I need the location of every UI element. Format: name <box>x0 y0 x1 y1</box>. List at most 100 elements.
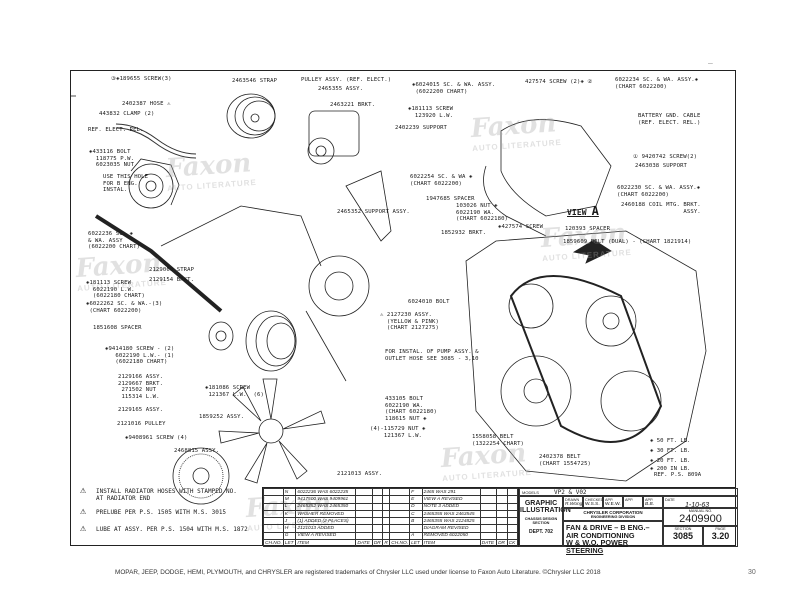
callout-label: 2121016 PULLEY <box>117 421 166 427</box>
crank-pulley-drawing <box>208 310 297 372</box>
callout-label: ③◈189655 SCREW(3) <box>111 76 172 82</box>
callout-label: ⚠ 2127230 ASSY. (YELLOW & PINK) (CHART 2… <box>380 312 439 332</box>
callout-label: FOR INSTAL. OF PUMP ASSY. & OUTLET HOSE … <box>385 349 479 362</box>
page-number: 30 <box>748 569 756 576</box>
view-a-drawing <box>483 119 612 237</box>
torque-diamond-icon: ◈ <box>650 466 654 472</box>
torque-diamond-icon: ◈ <box>650 438 654 444</box>
callout-label: ◈433116 BOLT 118775 P.W. 6023035 NUT <box>89 149 135 169</box>
warning-triangle-icon: ⚠ <box>80 506 87 517</box>
callout-label: 1851608 SPACER <box>93 325 142 331</box>
callout-label: 1859252 ASSY. <box>199 414 245 420</box>
revision-tag: —— <box>708 61 713 66</box>
callout-label: USE THIS HOLE FOR B ENG. INSTAL. <box>103 174 149 194</box>
callout-label: 6024010 BOLT <box>408 299 450 305</box>
callout-label: 6022254 SC. & WA ◈ (CHART 6022200) <box>410 174 473 187</box>
callout-label: 2129154 BRKT. <box>149 277 195 283</box>
torque-item: ◈ 200 IN LB. <box>650 466 691 472</box>
callout-label: 6022236 SC. ◈ & WA. ASSY (6022200 CHART) <box>88 231 141 251</box>
callout-label: ◈9414180 SCREW - (2) 6022190 L.W.- (1) (… <box>105 346 175 366</box>
torque-diamond-icon: ◈ <box>650 448 654 454</box>
fan-drawing <box>218 378 326 484</box>
water-pump-drawing <box>305 255 370 382</box>
hose-drawing <box>115 123 197 159</box>
callout-label: 1947685 SPACER <box>426 196 475 202</box>
note: ⚠INSTALL RADIATOR HOSES WITH STAMPED NO.… <box>80 485 237 503</box>
callout-label: 2129165 ASSY. <box>118 407 164 413</box>
callout-label: ◈181113 SCREW 6022190 L.W. (6022180 CHAR… <box>86 280 145 300</box>
view-a-label: VIEW A <box>567 204 599 218</box>
bracket-drawing <box>94 170 392 313</box>
callout-label: ① 9420742 SCREW(2) <box>633 154 698 160</box>
callout-label: 1558058 BELT (1322254 CHART) <box>472 434 525 447</box>
callout-label: PULLEY ASSY. (REF. ELECT.) <box>301 77 392 83</box>
torque-item: ◈ 50 FT. LB. <box>650 438 691 444</box>
callout-label: 1859609 BELT (DUAL) - (CHART 1821914) <box>563 239 692 245</box>
torque-legend: ◈ 50 FT. LB. ◈ 30 FT. LB. ◈ 20 FT. LB. ◈… <box>650 436 701 478</box>
torque-item: ◈ 30 FT. LB. <box>650 448 691 454</box>
callout-label: 2402378 BELT (CHART 1554725) <box>539 454 592 467</box>
engine-view-drawing <box>465 230 707 482</box>
callout-label: 427574 SCREW (2)◈ ② <box>525 79 593 85</box>
view-arrow-icon <box>572 239 612 264</box>
callout-label: 2463546 STRAP <box>232 78 278 84</box>
compressor-drawing <box>307 110 360 165</box>
warning-triangle-icon: ⚠ <box>80 523 87 534</box>
torque-diamond-icon: ◈ <box>650 458 654 464</box>
callout-label: ◈181113 SCREW 123920 L.W. <box>408 106 454 119</box>
callout-label: 2465352 SUPPORT ASSY. <box>337 209 410 215</box>
callout-label: 2129166 ASSY. 2129667 BRKT. 271502 NUT 1… <box>118 374 164 400</box>
warning-triangle-icon: ⚠ <box>80 485 87 496</box>
callout-label: 2465355 ASSY. <box>318 86 364 92</box>
callout-label: ◈6022262 SC. & WA.-(3) (CHART 6022200) <box>86 301 163 314</box>
callout-label: 120393 SPACER <box>565 226 611 232</box>
callout-label: 2463038 SUPPORT <box>635 163 688 169</box>
callout-label: 2463221 BRKT. <box>330 102 376 108</box>
note: ⚠PRELUBE PER P.S. 1505 WITH M.S. 3015 <box>80 506 227 517</box>
callout-label: 443832 CLAMP (2) <box>99 111 155 117</box>
note: ⚠LUBE AT ASSY. PER P.S. 1504 WITH M.S. 1… <box>80 523 248 534</box>
callout-label: ◈9408961 SCREW (4) <box>125 435 188 441</box>
alternator-drawing <box>128 158 180 209</box>
callout-label: ◈427574 SCREW <box>498 224 544 230</box>
callout-label: 2460188 COIL MTG. BRKT. ASSY. <box>621 202 701 215</box>
callout-label: REF. ELECT. REL. <box>88 127 144 133</box>
callout-label: 6022234 SC. & WA. ASSY.◈ (CHART 6022200) <box>615 77 699 90</box>
manual-number: 2409900 <box>679 513 722 525</box>
fan-clutch-drawing <box>172 447 230 505</box>
callout-label: ◈6024015 SC. & WA. ASSY. (6022200 CHART) <box>412 82 496 95</box>
callout-label: (4)-115729 NUT ◈ 121367 L.W. <box>370 426 426 439</box>
callout-label: 2402387 HOSE ⚠ <box>122 101 171 107</box>
pulley-drawing <box>226 93 276 139</box>
callout-label: ◈181086 SCREW 121367 L.W. (6) <box>205 385 264 398</box>
torque-item: ◈ 20 FT. LB. <box>650 458 691 464</box>
torque-ref: REF. P.S. 809A <box>654 472 702 478</box>
callout-label: 1852932 BRKT. <box>441 230 487 236</box>
callout-label: 103026 NUT ◈ 6022190 WA. (CHART 6022180) <box>456 203 509 223</box>
callout-label: 2129060 STRAP <box>149 267 195 273</box>
notes: ⚠INSTALL RADIATOR HOSES WITH STAMPED NO.… <box>80 485 256 540</box>
callout-label: 2402239 SUPPORT <box>395 125 448 131</box>
exploded-diagram <box>71 93 707 505</box>
callout-label: 2468815 ASSY. <box>174 448 220 454</box>
callout-label: 433105 BOLT 6022190 WA. (CHART 6022180) … <box>385 396 438 422</box>
callout-label: 6022230 SC. & WA. ASSY.◈ (CHART 6022200) <box>617 185 701 198</box>
callout-label: BATTERY GND. CABLE (REF. ELECT. REL.) <box>638 113 701 126</box>
trademark-footer: MOPAR, JEEP, DODGE, HEMI, PLYMOUTH, and … <box>115 569 601 576</box>
callout-label: 2121013 ASSY. <box>337 471 383 477</box>
